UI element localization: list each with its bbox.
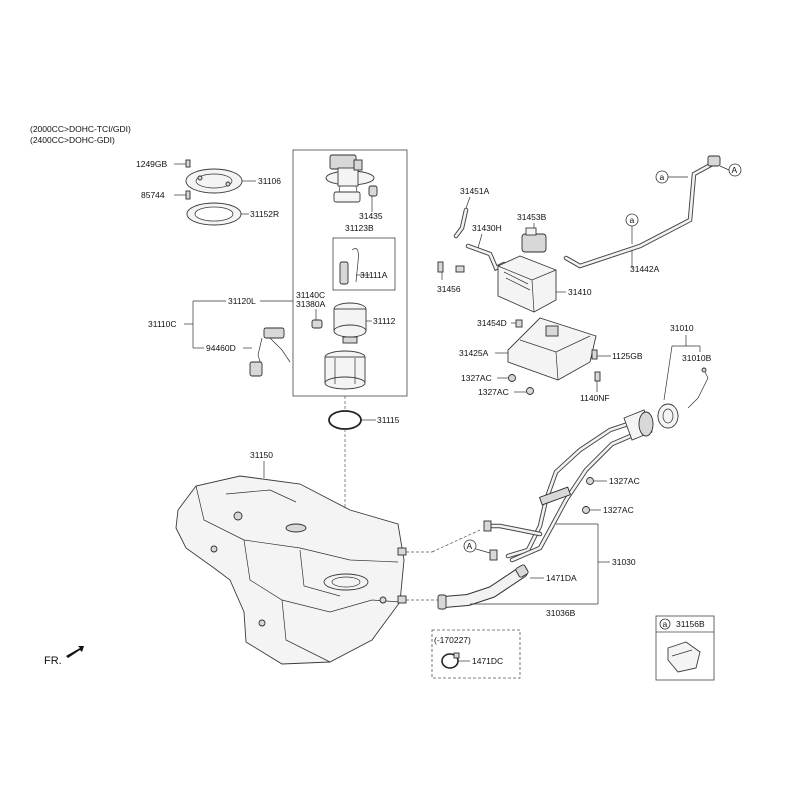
callout-31036B: 31036B	[546, 608, 576, 618]
callout-31453B: 31453B	[517, 212, 547, 222]
callout-31456: 31456	[437, 284, 461, 294]
svg-text:a: a	[663, 619, 668, 629]
filler-neck-31030-part	[483, 409, 654, 563]
vapor-hose-31451A-part	[453, 207, 469, 239]
callout-31442A: 31442A	[630, 264, 660, 274]
callout-31152R: 31152R	[250, 209, 279, 219]
variant-label-2000cc: (2000CC>DOHC-TCI/GDI)	[30, 124, 131, 134]
fuel-pump-cover-part	[325, 154, 375, 203]
filter-element-part	[339, 248, 359, 285]
clamp-1471DC-part	[441, 652, 460, 669]
callout-1327AC-3: 1327AC	[609, 476, 640, 486]
callout-31106: 31106	[258, 176, 281, 186]
vapor-hose-31430H-part	[465, 243, 507, 272]
callout-31030: 31030	[612, 557, 636, 567]
clip-31435-part	[368, 185, 378, 197]
svg-text:A: A	[732, 165, 738, 175]
svg-text:A: A	[467, 541, 473, 551]
fuel-pump-body-part	[333, 302, 367, 344]
callout-31140C: 31140C	[296, 290, 325, 300]
bolt-1125GB-part	[591, 349, 598, 360]
screw-1249GB-part	[185, 159, 191, 168]
callout-31430H: 31430H	[472, 223, 502, 233]
nut-1327AC-3-part	[586, 477, 594, 485]
callout-1327AC-4: 1327AC	[603, 505, 634, 515]
callout-31425A: 31425A	[459, 348, 489, 358]
callout-31451A: 31451A	[460, 186, 490, 196]
marker-A-1: A	[728, 163, 742, 177]
svg-text:a: a	[630, 215, 635, 225]
fuel-tank-part	[175, 475, 407, 665]
callout-31380A: 31380A	[296, 299, 326, 309]
callout-1249GB: 1249GB	[136, 159, 168, 169]
svg-text:a: a	[660, 172, 665, 182]
callout-31156B: 31156B	[676, 619, 705, 629]
fuel-cap-part	[657, 367, 709, 429]
callout-1327AC-2: 1327AC	[478, 387, 509, 397]
callout-1327AC-1: 1327AC	[461, 373, 492, 383]
callout-31010B: 31010B	[682, 353, 712, 363]
filter-sub-box	[332, 237, 396, 291]
marker-A-2: A	[463, 539, 477, 553]
callout-31010: 31010	[670, 323, 694, 333]
reservoir-cup-part	[324, 350, 366, 390]
regulator-part	[311, 319, 323, 329]
callout-31150: 31150	[250, 450, 273, 460]
marker-a-3: a	[659, 618, 671, 630]
callout-31410: 31410	[568, 287, 592, 297]
marker-a-1: a	[655, 170, 669, 184]
canister-bracket-31425A-part	[507, 317, 597, 381]
front-arrow-icon	[66, 646, 84, 658]
callout-31435: 31435	[359, 211, 383, 221]
callout-31123B: 31123B	[345, 223, 374, 233]
nut-1327AC-1-part	[508, 374, 516, 382]
cover-plate-31106-part	[185, 168, 243, 194]
callout-170227: (-170227)	[434, 635, 471, 645]
fuel-pump-module-box	[292, 149, 408, 397]
canister-31410-part	[497, 255, 557, 313]
callout-31120L: 31120L	[228, 296, 256, 306]
clip-85744-part	[185, 190, 191, 200]
oring-31115-part	[328, 410, 362, 430]
marker-a-2: a	[625, 213, 639, 227]
nut-1327AC-2-part	[526, 387, 534, 395]
detail-box-31156B	[655, 615, 715, 681]
callout-1471DC: 1471DC	[472, 656, 503, 666]
filler-hose-31036B-part	[437, 564, 529, 610]
callout-94460D: 94460D	[206, 343, 236, 353]
variant-label-2400cc: (2400CC>DOHC-GDI)	[30, 135, 115, 145]
callout-31454D: 31454D	[477, 318, 507, 328]
callout-1140NF: 1140NF	[580, 393, 610, 403]
variant-box-170227	[431, 629, 521, 679]
bolt-31454D-part	[515, 319, 523, 328]
bolt-1140NF-part	[594, 371, 601, 382]
callout-1125GB: 1125GB	[612, 351, 643, 361]
nut-1327AC-4-part	[582, 506, 590, 514]
callout-85744: 85744	[141, 190, 165, 200]
callout-1471DA: 1471DA	[546, 573, 577, 583]
callout-31112: 31112	[373, 316, 396, 326]
clip-31156B-part	[667, 641, 701, 673]
vapor-line-31442A-part	[563, 155, 721, 269]
clamp-31456-part	[437, 261, 465, 273]
gasket-31152R-part	[186, 202, 242, 226]
valve-31453B-part	[521, 227, 547, 253]
fuel-sender-part	[249, 327, 291, 377]
callout-31115: 31115	[377, 415, 400, 425]
front-direction-label: FR.	[44, 655, 62, 667]
callout-31110C: 31110C	[148, 319, 177, 329]
callout-31111A: 31111A	[360, 270, 388, 280]
